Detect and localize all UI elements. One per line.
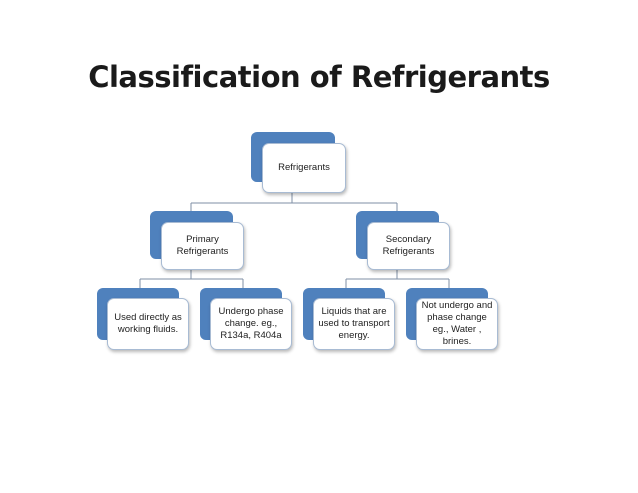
node-not-undergo: Not undergo and phase change eg., Water … — [406, 288, 499, 351]
node-label: Used directly as working fluids. — [114, 312, 182, 335]
node-label: Refrigerants — [278, 162, 330, 173]
node-used-directly: Used directly as working fluids. — [97, 288, 190, 351]
node-label: Undergo phase change. eg., R134a, R404a — [218, 306, 284, 341]
node-refrigerants: Refrigerants — [251, 132, 347, 194]
node-secondary-refrigerants: Secondary Refrigerants — [356, 211, 451, 271]
node-label: Primary Refrigerants — [176, 234, 229, 257]
node-undergo-phase: Undergo phase change. eg., R134a, R404a — [200, 288, 293, 351]
node-label: Liquids that are used to transport energ… — [318, 306, 390, 341]
node-primary-refrigerants: Primary Refrigerants — [150, 211, 245, 271]
node-card: Undergo phase change. eg., R134a, R404a — [210, 298, 292, 350]
node-card: Used directly as working fluids. — [107, 298, 189, 350]
node-label: Not undergo and phase change eg., Water … — [421, 300, 493, 347]
node-card: Primary Refrigerants — [161, 222, 244, 270]
node-card: Refrigerants — [262, 143, 346, 193]
node-card: Not undergo and phase change eg., Water … — [416, 298, 498, 350]
node-label: Secondary Refrigerants — [382, 234, 435, 257]
slide-title: Classification of Refrigerants — [88, 60, 550, 94]
node-card: Liquids that are used to transport energ… — [313, 298, 395, 350]
node-liquids-transport: Liquids that are used to transport energ… — [303, 288, 396, 351]
node-card: Secondary Refrigerants — [367, 222, 450, 270]
